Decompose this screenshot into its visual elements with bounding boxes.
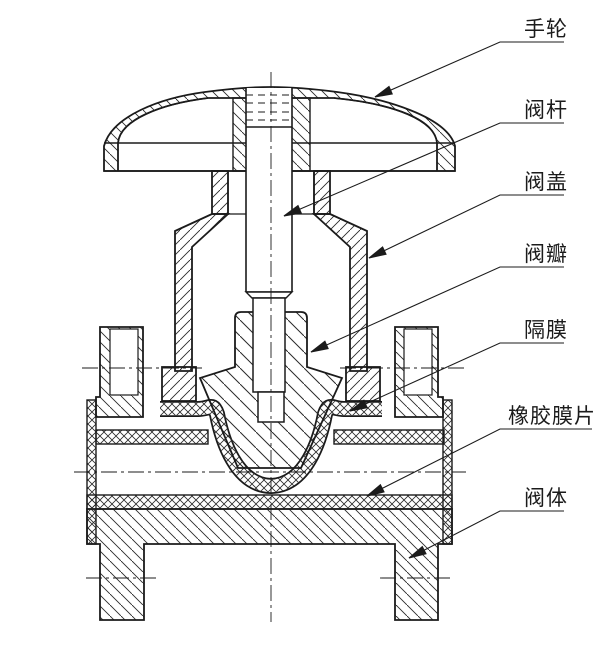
leader-valve-stem	[283, 122, 564, 217]
bonnet-neck-right	[313, 170, 331, 215]
bonnet-neck-left	[211, 170, 229, 215]
lining-bottom-strip	[86, 494, 453, 510]
label-valve-stem: 阀杆	[524, 99, 568, 122]
lining-top-strip-right	[333, 429, 445, 445]
leader-diaphragm	[349, 342, 564, 412]
bonnet-left-foot	[161, 366, 197, 402]
label-bonnet: 阀盖	[524, 171, 568, 194]
leader-valve-disc	[310, 266, 564, 353]
label-valve-disc: 阀瓣	[524, 243, 568, 266]
body-left-bolt-slot	[109, 328, 139, 396]
leader-bonnet	[368, 194, 564, 259]
valve-stem-section	[244, 88, 294, 423]
label-rubber-membrane: 橡胶膜片	[508, 405, 596, 428]
body-lower	[86, 508, 453, 621]
centerlines	[74, 72, 466, 622]
stem-collar	[244, 291, 294, 299]
label-handwheel: 手轮	[524, 18, 568, 41]
label-diaphragm: 隔膜	[524, 319, 568, 342]
bonnet-right-foot	[345, 366, 381, 402]
bonnet-left-wall	[174, 213, 231, 372]
stem-rod	[252, 297, 286, 393]
valve-body-section	[86, 326, 453, 621]
stem-upper	[246, 88, 292, 292]
leader-rubber-membrane	[366, 428, 592, 497]
lining-top-strip-left	[95, 429, 209, 445]
body-right-bolt-slot	[403, 328, 433, 396]
bonnet-details	[227, 171, 315, 215]
leader-valve-body	[408, 510, 564, 559]
leader-lines	[283, 41, 592, 559]
leader-handwheel	[374, 41, 564, 98]
labels: 手轮 阀杆 阀盖 阀瓣 隔膜 橡胶膜片 阀体	[508, 18, 596, 510]
label-valve-body: 阀体	[524, 487, 568, 510]
